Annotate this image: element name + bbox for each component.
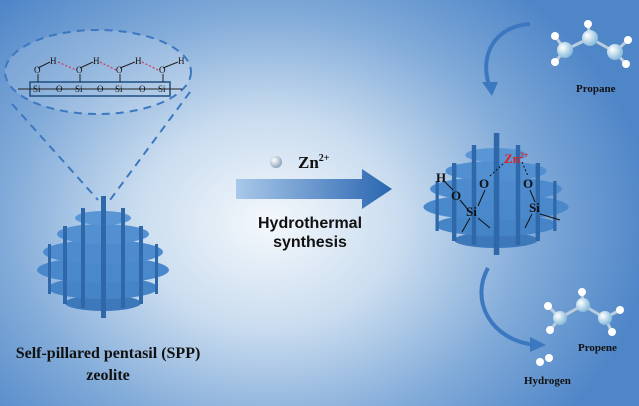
site-o-1: O	[451, 188, 461, 203]
inset-o-2: O	[76, 65, 83, 75]
zn-ion-ball-icon	[270, 156, 282, 168]
inset-o-4: O	[159, 65, 166, 75]
reaction-arrow-icon	[236, 169, 392, 209]
inset-h-4: H	[178, 56, 185, 66]
silanol-inset: O O O O H H H H Si O Si O Si O Si	[4, 29, 192, 201]
hydrogen-molecule-icon	[536, 354, 553, 366]
inset-si-1: Si	[33, 84, 41, 94]
inset-si-3: Si	[115, 84, 123, 94]
curved-arrow-out-icon	[479, 267, 536, 347]
inset-h-2: H	[93, 56, 100, 66]
site-o-2: O	[479, 176, 489, 191]
site-si-2: Si	[529, 200, 540, 215]
site-h: H	[436, 170, 446, 185]
condition-line1: Hydrothermal	[258, 215, 362, 232]
inset-si-2: Si	[75, 84, 83, 94]
propene-molecule-icon	[544, 288, 624, 336]
zn-spp-zeolite-structure	[423, 133, 569, 255]
propane-molecule-icon	[551, 20, 632, 68]
propane-label: Propane	[576, 83, 616, 95]
inset-o-b3: O	[139, 84, 146, 94]
condition-line2: synthesis	[273, 234, 347, 251]
inset-o-1: O	[34, 65, 41, 75]
inset-h-1: H	[50, 56, 57, 66]
zn-site-labels: H O O O Si Si Zn2+	[436, 151, 561, 233]
spp-zeolite-structure	[37, 196, 169, 318]
site-o-3: O	[523, 176, 533, 191]
site-zn: Zn2+	[504, 151, 529, 166]
site-si-1: Si	[466, 204, 477, 219]
inset-o-b2: O	[97, 84, 104, 94]
inset-si-4: Si	[158, 84, 166, 94]
spp-title-line2: zeolite	[86, 367, 130, 384]
inset-o-b1: O	[56, 84, 63, 94]
hydrogen-label: Hydrogen	[524, 375, 571, 387]
propene-label: Propene	[578, 342, 617, 354]
curved-arrow-in-icon	[484, 22, 531, 89]
zn-ion-label: Zn2+	[298, 153, 330, 172]
inset-o-3: O	[116, 65, 123, 75]
spp-title-line1: Self-pillared pentasil (SPP)	[16, 345, 201, 362]
inset-h-3: H	[135, 56, 142, 66]
